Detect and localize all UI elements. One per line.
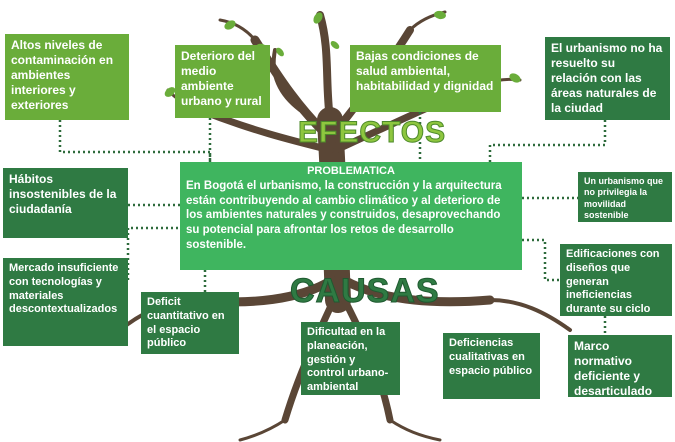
connector (522, 238, 560, 282)
efecto-box-3: Bajas condiciones de salud ambiental, ha… (350, 45, 501, 112)
causas-heading: CAUSAS (290, 272, 440, 311)
problematica-title: PROBLEMATICA (307, 165, 395, 177)
efecto-box-1: Altos niveles de contaminación en ambien… (5, 34, 129, 120)
branch (271, 48, 302, 112)
efecto-box-4: El urbanismo no ha resuelto su relación … (545, 37, 670, 120)
problematica-text: En Bogotá el urbanismo, la construcción … (186, 180, 502, 251)
causa-box-habitos: Hábitos insostenibles de la ciudadanía (3, 168, 128, 238)
root (488, 298, 572, 332)
connector (488, 120, 607, 162)
causa-box-deficiencias: Deficiencias cualitativas en espacio púb… (443, 333, 540, 399)
branch (218, 18, 257, 42)
causa-box-mercado: Mercado insuficiente con tecnologías y m… (3, 258, 128, 346)
problematica-box: PROBLEMATICA En Bogotá el urbanismo, la … (180, 162, 522, 270)
root (238, 418, 287, 442)
causa-box-dificultad: Dificultad en la planeación, gestión y c… (301, 322, 400, 395)
branch (316, 11, 334, 124)
connectors (58, 112, 607, 335)
root (388, 418, 442, 442)
connector (58, 120, 212, 162)
efectos-heading: EFECTOS (297, 116, 447, 150)
causa-box-deficit: Deficit cuantitativo en el espacio públi… (141, 292, 239, 354)
connector (126, 226, 180, 280)
causa-box-edificaciones: Edificaciones con diseños que generan in… (560, 244, 672, 329)
causa-box-movilidad: Un urbanismo que no privilegia la movili… (578, 172, 672, 222)
root (339, 275, 495, 307)
efecto-box-2: Deterioro del medio ambiente urbano y ru… (175, 45, 270, 118)
causa-box-marco: Marco normativo deficiente y desarticula… (568, 335, 672, 398)
